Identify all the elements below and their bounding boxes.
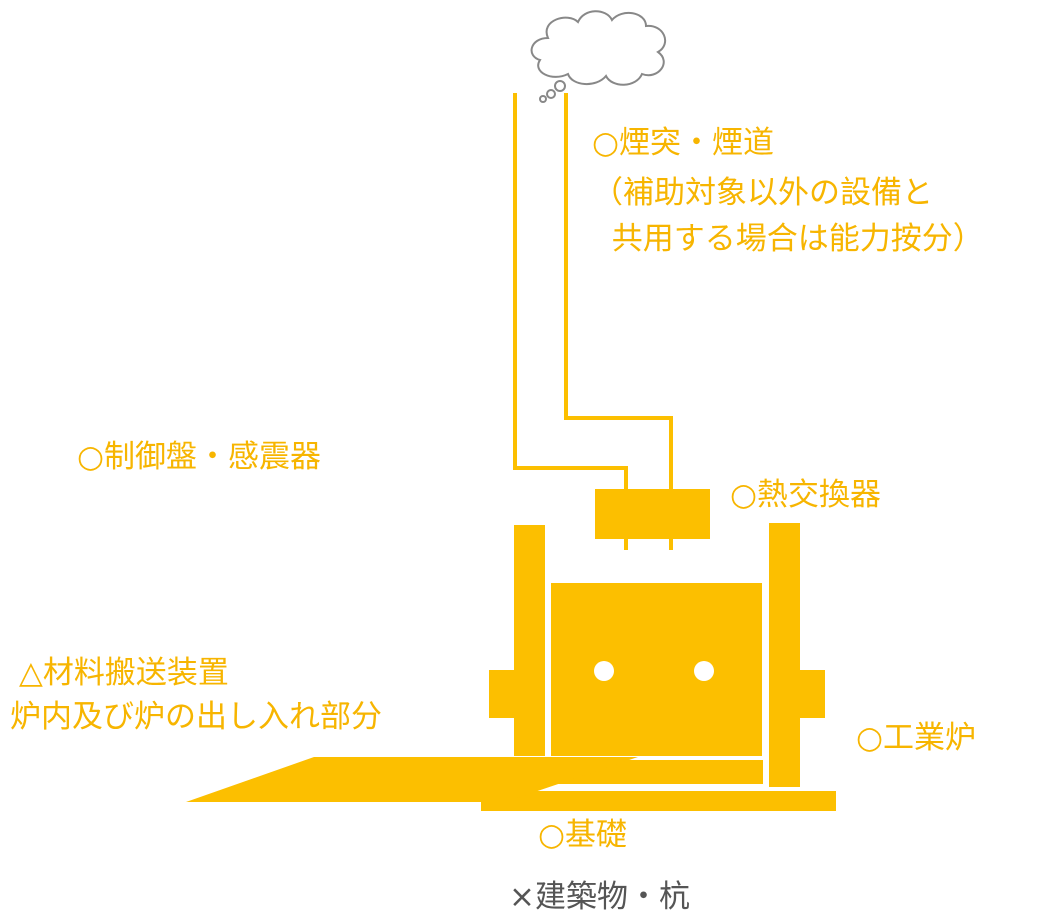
furnace-left-bracket	[489, 670, 514, 718]
label-chimney-note-line2: 共用する場合は能力按分）	[592, 221, 984, 257]
label-material-transfer-detail: 炉内及び炉の出し入れ部分	[10, 699, 382, 735]
flue-pipe-right	[564, 93, 673, 490]
flue-pipe-left	[513, 93, 628, 490]
label-control-panel: ○制御盤・感震器	[77, 439, 322, 475]
furnace-port-left	[594, 661, 614, 681]
foundation-slab	[481, 791, 836, 811]
label-chimney-flue: ○煙突・煙道	[592, 125, 775, 161]
smoke-cloud-icon	[530, 10, 667, 103]
furnace-left-column	[514, 525, 545, 756]
label-foundation: ○基礎	[538, 817, 628, 853]
label-building-piles: ×建築物・杭	[509, 879, 690, 915]
label-chimney-note-line1: （補助対象以外の設備と	[592, 175, 933, 211]
furnace-right-bracket	[800, 670, 825, 718]
label-heat-exchanger: ○熱交換器	[730, 477, 882, 513]
label-industrial-furnace: ○工業炉	[856, 720, 977, 756]
heat-exchanger-box	[595, 489, 710, 539]
furnace-right-column	[769, 523, 800, 787]
furnace-port-right	[694, 661, 714, 681]
label-material-transfer: △材料搬送装置	[19, 655, 229, 691]
flue-pipes	[513, 93, 673, 550]
furnace-body	[551, 583, 762, 756]
transfer-ramp	[186, 757, 638, 802]
